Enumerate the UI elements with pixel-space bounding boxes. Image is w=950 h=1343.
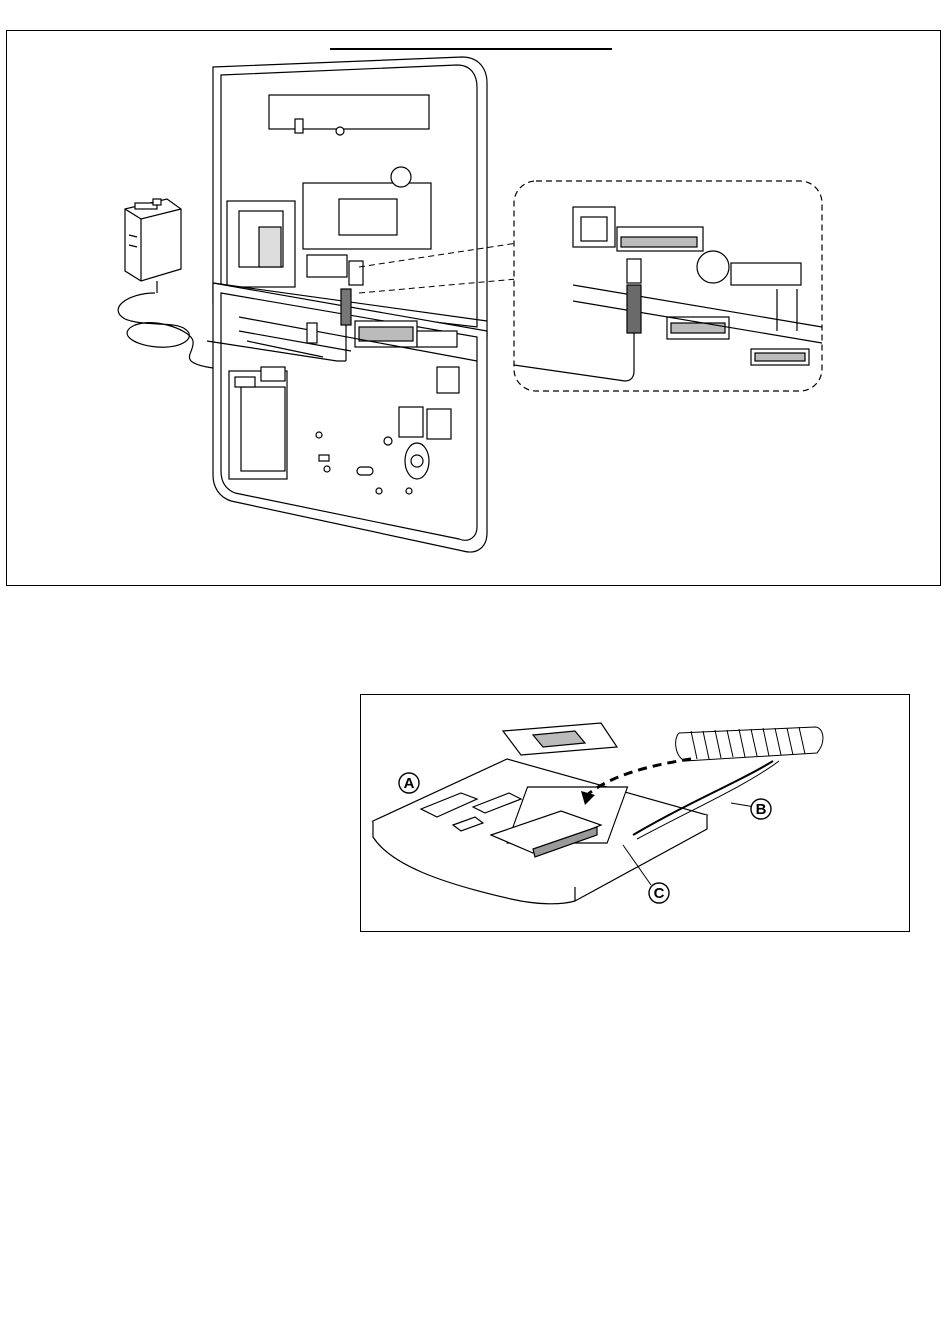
- callout-c-letter: C: [654, 885, 665, 902]
- figure-battery-installation: A B C: [360, 694, 910, 932]
- figure-power-connection: [6, 30, 941, 586]
- callout-b: B: [751, 799, 771, 819]
- compartment-cover: [503, 723, 617, 755]
- callout-b-letter: B: [756, 801, 767, 818]
- control-panel: [207, 57, 487, 552]
- connector-detail-callout: [514, 181, 822, 391]
- callout-a-letter: A: [404, 775, 415, 792]
- battery-installation-illustration: A B C: [361, 695, 911, 933]
- power-connection-illustration: [7, 31, 942, 587]
- battery-pack: [676, 727, 823, 761]
- callout-c: C: [649, 883, 669, 903]
- callout-a: A: [399, 773, 419, 793]
- panel-base: [373, 759, 707, 904]
